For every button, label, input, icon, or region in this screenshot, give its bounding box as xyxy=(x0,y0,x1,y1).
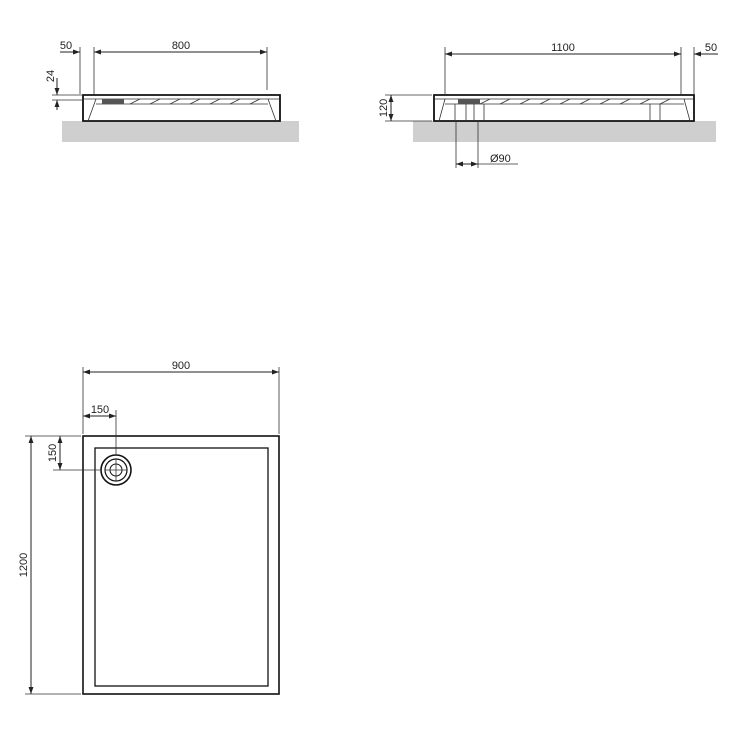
dim-length-top: 1200 xyxy=(18,553,30,577)
dim-height-right: 120 xyxy=(378,99,390,117)
side-view-right: 1100 50 120 Ø90 xyxy=(378,42,718,168)
dim-drain-diameter: Ø90 xyxy=(490,153,511,165)
rib-pattern-right xyxy=(479,98,671,105)
dim-width-left: 800 xyxy=(172,40,190,52)
floor-slab-right xyxy=(413,121,716,142)
tray-profile-right xyxy=(433,94,695,122)
dim-drain-y: 150 xyxy=(47,444,59,462)
dim-rim-right: 50 xyxy=(705,42,717,54)
dim-width-top: 900 xyxy=(172,360,190,372)
tray-profile-left xyxy=(82,94,281,122)
top-view: 900 150 150 1200 xyxy=(18,360,280,695)
support-legs xyxy=(454,104,661,121)
dim-length-right: 1100 xyxy=(551,42,575,54)
drain-top xyxy=(100,454,132,486)
drain-outlet-left xyxy=(102,99,124,104)
floor-slab-left xyxy=(62,121,299,142)
rib-pattern-left xyxy=(109,98,261,105)
side-view-left: 800 50 24 xyxy=(45,40,299,142)
drain-outlet-right xyxy=(458,99,480,104)
dim-height-left: 24 xyxy=(45,70,57,82)
dim-drain-x: 150 xyxy=(91,404,109,416)
tray-outline-top xyxy=(82,435,280,695)
dim-rim-left: 50 xyxy=(60,40,72,52)
tray-inner-basin xyxy=(94,447,269,687)
